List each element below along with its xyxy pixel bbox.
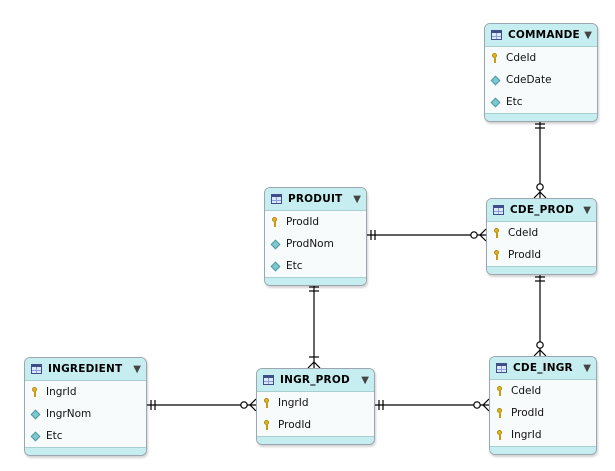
primary-key-icon	[495, 430, 505, 440]
table-icon	[491, 30, 502, 40]
field-label: CdeId	[508, 227, 539, 239]
entity-title: COMMANDE	[508, 29, 580, 41]
rel-ingr-prod-cde-ingr[interactable]	[374, 398, 490, 412]
field-row[interactable]: IngrId	[25, 381, 146, 403]
primary-key-icon	[492, 228, 502, 238]
entity-footer	[257, 436, 374, 444]
field-row[interactable]: IngrNom	[25, 403, 146, 425]
entity-header[interactable]: PRODUIT ▼	[265, 188, 366, 211]
primary-key-icon	[490, 53, 500, 63]
entity-ingredient[interactable]: INGREDIENT ▼ IngrId IngrNom Etc	[24, 357, 147, 456]
entity-ingr-prod[interactable]: INGR_PROD ▼ IngrId ProdId	[256, 368, 375, 445]
field-label: ProdId	[278, 419, 312, 431]
field-label: Etc	[506, 96, 523, 108]
column-diamond-icon	[30, 431, 40, 441]
field-row[interactable]: Etc	[25, 425, 146, 447]
primary-key-icon	[262, 398, 272, 408]
entity-title: PRODUIT	[288, 193, 343, 205]
field-row[interactable]: Etc	[485, 91, 597, 113]
field-row[interactable]: ProdId	[265, 211, 366, 233]
primary-key-icon	[495, 386, 505, 396]
table-icon	[493, 205, 504, 215]
entity-cde-ingr[interactable]: CDE_INGR ▼ CdeId ProdId IngrId	[489, 356, 597, 455]
entity-commande[interactable]: COMMANDE ▼ CdeId CdeDate Etc	[484, 23, 598, 122]
rel-produit-ingr-prod[interactable]	[307, 282, 321, 369]
field-label: ProdId	[511, 407, 545, 419]
entity-title: INGREDIENT	[48, 363, 123, 375]
entity-header[interactable]: INGR_PROD ▼	[257, 369, 374, 392]
table-icon	[271, 194, 282, 204]
rel-commande-cde-prod[interactable]	[533, 118, 547, 199]
entity-footer	[487, 266, 596, 274]
field-row[interactable]: ProdNom	[265, 233, 366, 255]
field-row[interactable]: IngrId	[490, 424, 596, 446]
entity-header[interactable]: COMMANDE ▼	[485, 24, 597, 47]
entity-header[interactable]: CDE_PROD ▼	[487, 199, 596, 222]
entity-header[interactable]: CDE_INGR ▼	[490, 357, 596, 380]
field-row[interactable]: CdeId	[487, 222, 596, 244]
field-label: Etc	[46, 430, 63, 442]
primary-key-icon	[30, 387, 40, 397]
column-diamond-icon	[490, 97, 500, 107]
entity-cde-prod[interactable]: CDE_PROD ▼ CdeId ProdId	[486, 198, 597, 275]
field-label: ProdId	[508, 249, 542, 261]
column-diamond-icon	[490, 75, 500, 85]
field-row[interactable]: ProdId	[257, 414, 374, 436]
field-label: IngrId	[46, 386, 77, 398]
field-row[interactable]: ProdId	[490, 402, 596, 424]
rel-produit-cde-prod[interactable]	[366, 228, 487, 242]
field-label: Etc	[286, 260, 303, 272]
field-row[interactable]: Etc	[265, 255, 366, 277]
entity-footer	[265, 277, 366, 285]
collapse-toggle-icon[interactable]: ▼	[133, 363, 141, 375]
field-row[interactable]: CdeDate	[485, 69, 597, 91]
field-label: IngrId	[511, 429, 542, 441]
entity-title: INGR_PROD	[280, 374, 350, 386]
field-row[interactable]: ProdId	[487, 244, 596, 266]
collapse-toggle-icon[interactable]: ▼	[361, 374, 369, 386]
rel-ingredient-ingr-prod[interactable]	[146, 398, 257, 412]
entity-title: CDE_INGR	[513, 362, 573, 374]
column-diamond-icon	[270, 261, 280, 271]
column-diamond-icon	[30, 409, 40, 419]
field-label: IngrNom	[46, 408, 92, 420]
field-label: ProdId	[286, 216, 320, 228]
entity-footer	[490, 446, 596, 454]
collapse-toggle-icon[interactable]: ▼	[584, 29, 592, 41]
column-diamond-icon	[270, 239, 280, 249]
entity-footer	[25, 447, 146, 455]
entity-header[interactable]: INGREDIENT ▼	[25, 358, 146, 381]
collapse-toggle-icon[interactable]: ▼	[583, 204, 591, 216]
primary-key-icon	[495, 408, 505, 418]
entity-title: CDE_PROD	[510, 204, 574, 216]
entity-footer	[485, 113, 597, 121]
table-icon	[31, 364, 42, 374]
field-row[interactable]: CdeId	[485, 47, 597, 69]
primary-key-icon	[270, 217, 280, 227]
field-label: CdeId	[511, 385, 542, 397]
entity-produit[interactable]: PRODUIT ▼ ProdId ProdNom Etc	[264, 187, 367, 286]
field-row[interactable]: IngrId	[257, 392, 374, 414]
rel-cde-prod-cde-ingr[interactable]	[533, 271, 547, 357]
field-row[interactable]: CdeId	[490, 380, 596, 402]
table-icon	[496, 363, 507, 373]
collapse-toggle-icon[interactable]: ▼	[353, 193, 361, 205]
field-label: CdeDate	[506, 74, 552, 86]
primary-key-icon	[262, 420, 272, 430]
field-label: IngrId	[278, 397, 309, 409]
primary-key-icon	[492, 250, 502, 260]
field-label: ProdNom	[286, 238, 334, 250]
table-icon	[263, 375, 274, 385]
field-label: CdeId	[506, 52, 537, 64]
collapse-toggle-icon[interactable]: ▼	[583, 362, 591, 374]
